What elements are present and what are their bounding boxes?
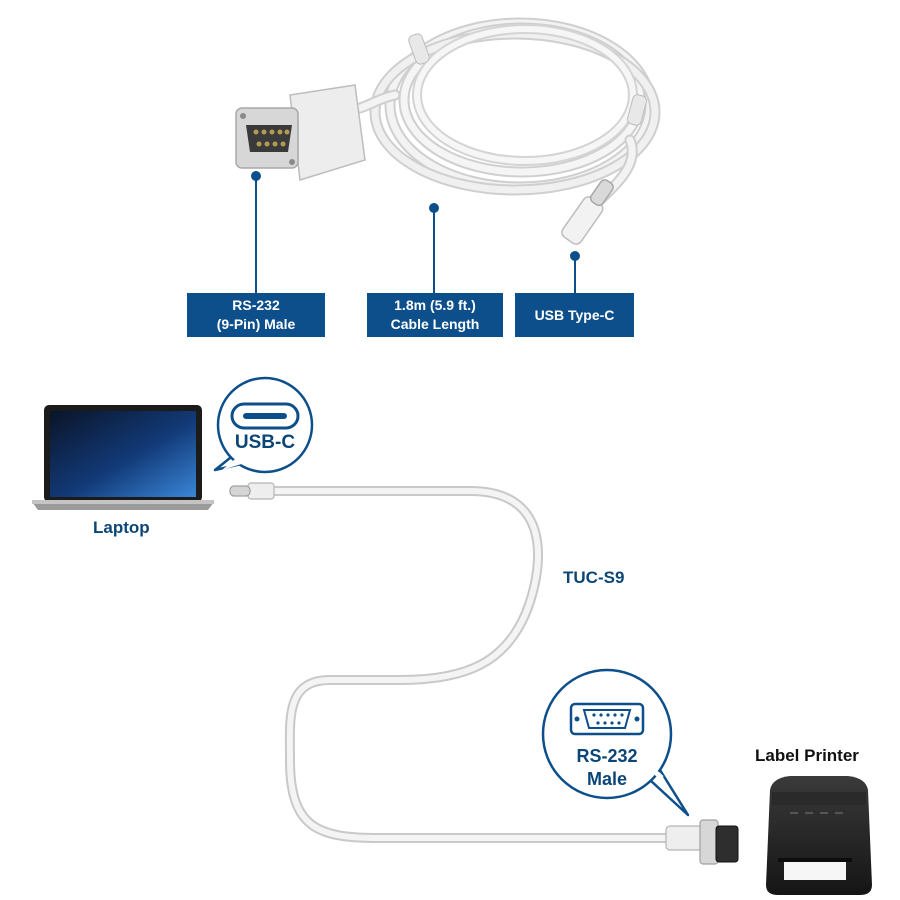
cable-product-illustration [235,17,661,245]
usbc-plug [229,482,275,500]
callout-rs232-line2: (9-Pin) Male [216,316,296,332]
rs232-bubble-line1: RS-232 [576,746,638,766]
callout-cable-length-line1: 1.8m (5.9 ft.) [394,297,476,313]
rs232-callout-bubble [541,668,690,817]
cable-model-label: TUC-S9 [563,568,625,587]
tuc-s9-cable [265,486,673,843]
db9-plug [665,819,739,865]
laptop-icon [32,405,214,510]
label-printer-label: Label Printer [755,746,859,765]
label-printer-icon [766,776,872,895]
callout-pointer-lines [251,171,580,293]
usbc-bubble-label: USB-C [234,432,296,453]
rs232-bubble-line2: Male [586,769,628,789]
callout-rs232-line1: RS-232 [232,297,280,313]
callout-usb-type-c: USB Type-C [515,293,634,337]
callout-cable-length: 1.8m (5.9 ft.) Cable Length [367,293,503,337]
callout-rs232-male: RS-232 (9-Pin) Male [187,293,325,337]
callout-usb-type-c-line1: USB Type-C [534,306,615,323]
callout-cable-length-line2: Cable Length [390,316,480,332]
laptop-label: Laptop [93,518,150,537]
usbc-callout-bubble [213,376,314,474]
